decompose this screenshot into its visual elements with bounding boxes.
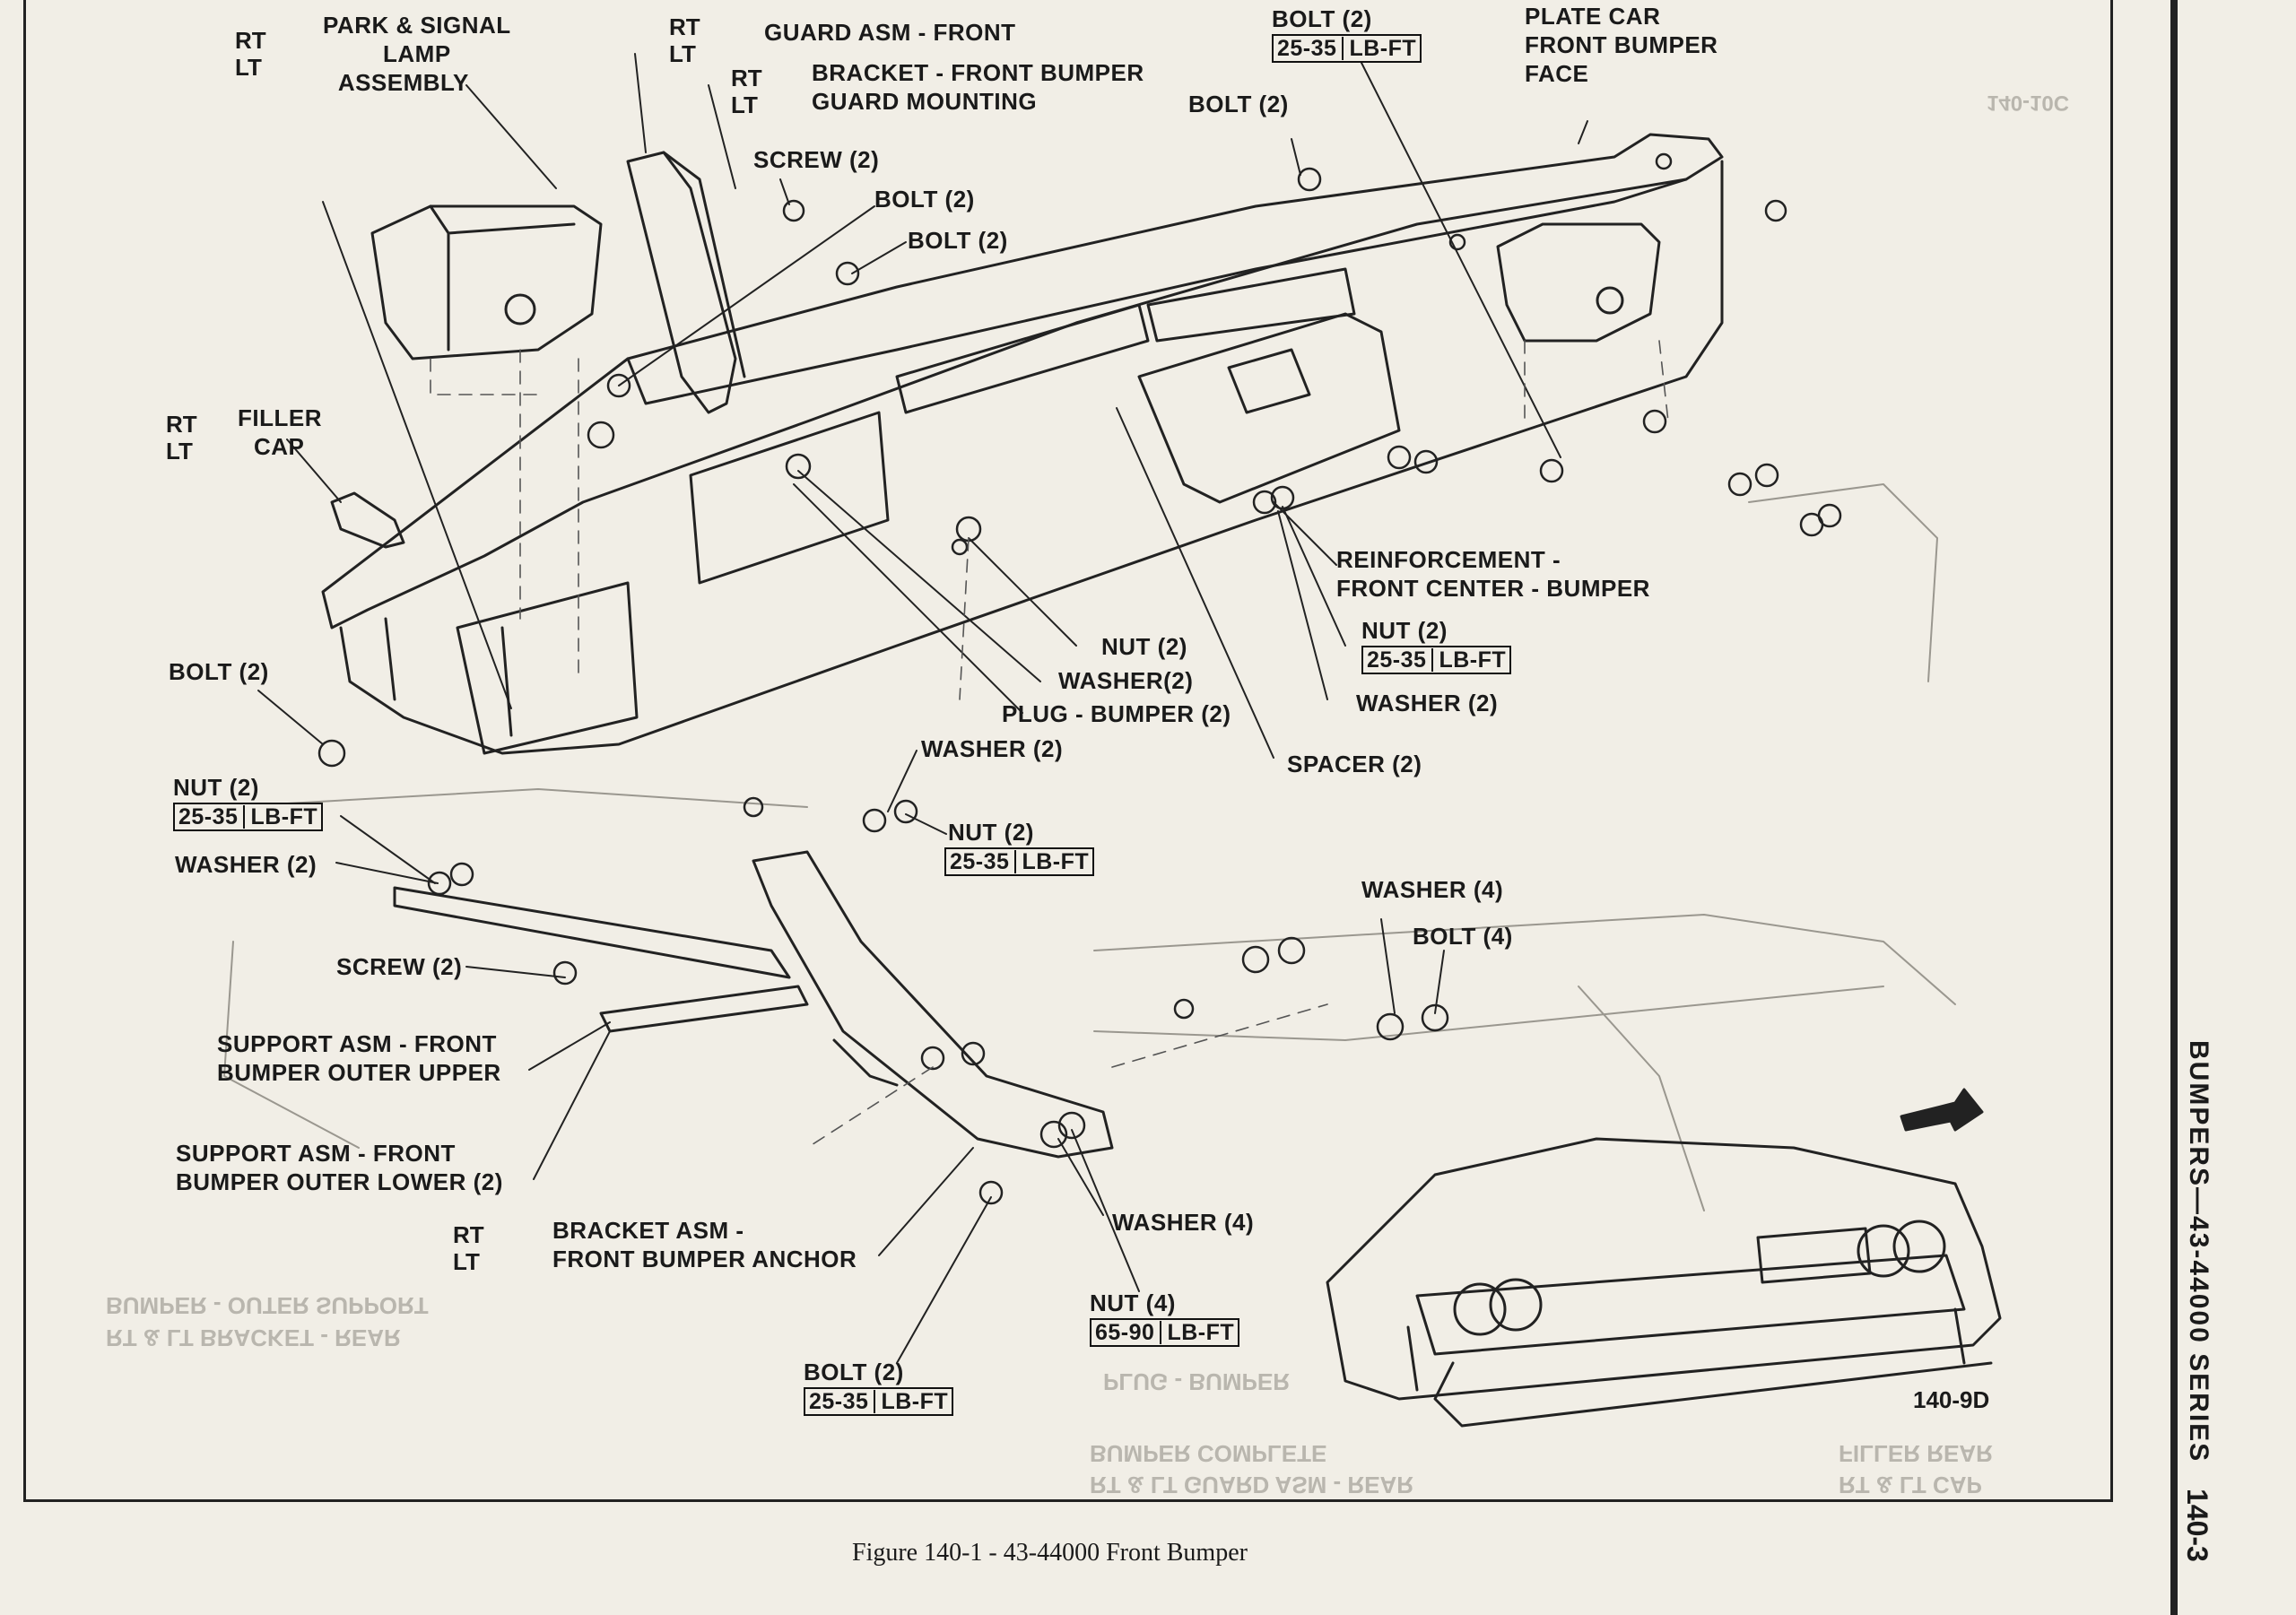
label-bracket-anchor: BRACKET ASM - FRONT BUMPER ANCHOR bbox=[552, 1217, 857, 1272]
view-arrow bbox=[1900, 1088, 1984, 1132]
figure-frame bbox=[23, 0, 2113, 1502]
label-washer: WASHER (4) bbox=[1361, 876, 1504, 903]
anchor-bracket bbox=[752, 850, 1114, 1159]
label-washer: WASHER (2) bbox=[175, 851, 317, 878]
page-edge-rule bbox=[2170, 0, 2178, 1615]
label-washer: WASHER (4) bbox=[1112, 1209, 1255, 1236]
running-header: BUMPERS—43-44000 SERIES bbox=[2184, 1040, 2213, 1463]
label-nut: NUT (2) bbox=[1101, 633, 1187, 660]
page-number: 140-3 bbox=[2181, 1489, 2213, 1562]
guard-asm-front bbox=[626, 151, 737, 414]
label-bolt: BOLT (2) bbox=[169, 658, 269, 685]
label-guard-front: GUARD ASM - FRONT bbox=[764, 19, 1016, 46]
label-bolt: BOLT (2) bbox=[908, 227, 1008, 254]
label-plug: PLUG - BUMPER (2) bbox=[1002, 700, 1231, 727]
park-lamp-left bbox=[370, 204, 603, 360]
figure-id: 140-9D bbox=[1913, 1386, 1990, 1413]
label-bracket-guard: BRACKET - FRONT BUMPER GUARD MOUNTING bbox=[812, 59, 1144, 115]
label-screw: SCREW (2) bbox=[336, 953, 463, 980]
label-filler-cap: FILLER CAP bbox=[238, 404, 322, 460]
label-support-lower: SUPPORT ASM - FRONT BUMPER OUTER LOWER (… bbox=[176, 1140, 503, 1195]
label-bolt: BOLT (4) bbox=[1413, 923, 1513, 950]
label-park-lamp: PARK & SIGNAL LAMP ASSEMBLY bbox=[323, 12, 511, 96]
car-front-view bbox=[1326, 1137, 2002, 1428]
label-bolt: BOLT (2) bbox=[1188, 91, 1289, 117]
label-bolt: BOLT (2) bbox=[874, 186, 975, 213]
label-plate: PLATE CAR FRONT BUMPER FACE bbox=[1525, 3, 1718, 87]
label-support-upper: SUPPORT ASM - FRONT BUMPER OUTER UPPER bbox=[217, 1030, 501, 1086]
filler-cap bbox=[330, 491, 405, 549]
label-reinforcement: REINFORCEMENT - FRONT CENTER - BUMPER bbox=[1336, 546, 1650, 602]
support-upper bbox=[393, 886, 791, 979]
view-marker-label: A bbox=[1926, 1090, 1939, 1108]
label-washer: WASHER (2) bbox=[921, 735, 1064, 762]
support-lower bbox=[599, 985, 809, 1033]
label-spacer: SPACER (2) bbox=[1287, 751, 1422, 777]
label-screw: SCREW (2) bbox=[753, 146, 880, 173]
reinforcement-plate bbox=[1137, 312, 1401, 504]
label-washer: WASHER (2) bbox=[1356, 690, 1499, 716]
label-washer: WASHER(2) bbox=[1058, 667, 1194, 694]
park-lamp-right bbox=[1496, 222, 1661, 343]
figure-caption: Figure 140-1 - 43-44000 Front Bumper bbox=[852, 1539, 1248, 1567]
